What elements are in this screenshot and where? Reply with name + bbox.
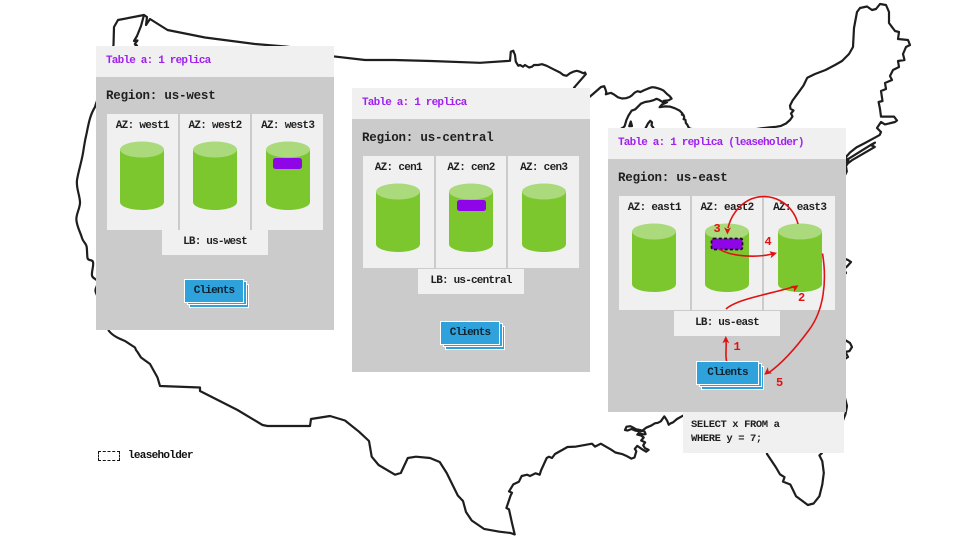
svg-text:2: 2: [798, 291, 805, 305]
svg-text:1: 1: [734, 340, 741, 354]
svg-text:4: 4: [765, 235, 772, 249]
svg-text:3: 3: [714, 222, 721, 236]
svg-text:5: 5: [776, 376, 783, 390]
